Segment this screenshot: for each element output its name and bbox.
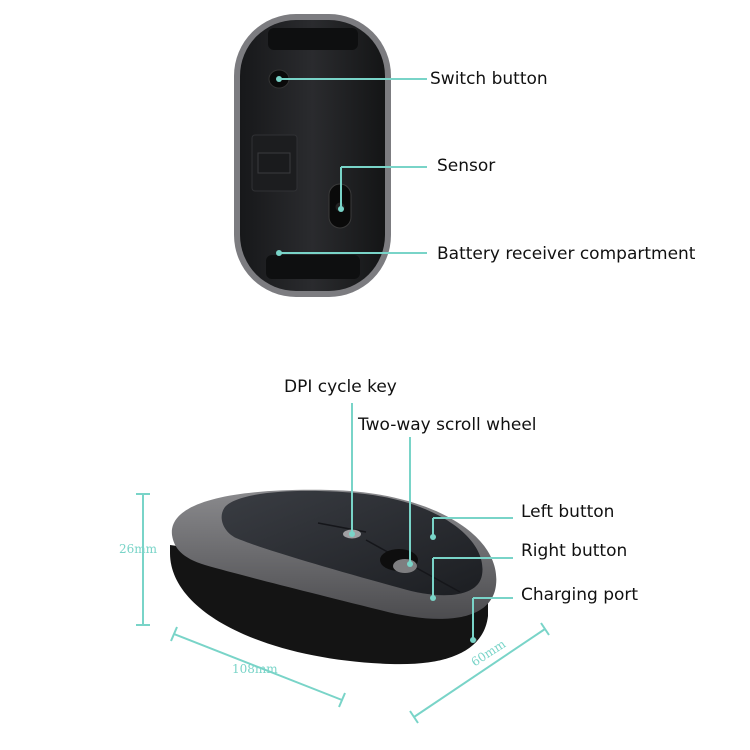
leader-lines-perspective-view [349, 403, 513, 643]
leader-lines-bottom-view [276, 76, 427, 256]
sensor-label: Sensor [437, 156, 496, 176]
charging-port-label: Charging port [521, 585, 639, 605]
dimension-lines [136, 493, 550, 724]
scroll-wheel-label: Two-way scroll wheel [358, 415, 537, 435]
mouse-perspective-view [170, 489, 497, 665]
height-dimension: 26mm [119, 542, 158, 556]
switch-button-label: Switch button [430, 69, 548, 89]
left-button-label: Left button [521, 502, 615, 522]
length-dimension: 108mm [232, 662, 278, 676]
mouse-bottom-view [234, 14, 391, 297]
right-button-label: Right button [521, 541, 628, 561]
battery-compartment-label: Battery receiver compartment [437, 244, 696, 264]
dpi-key-label: DPI cycle key [284, 377, 397, 397]
